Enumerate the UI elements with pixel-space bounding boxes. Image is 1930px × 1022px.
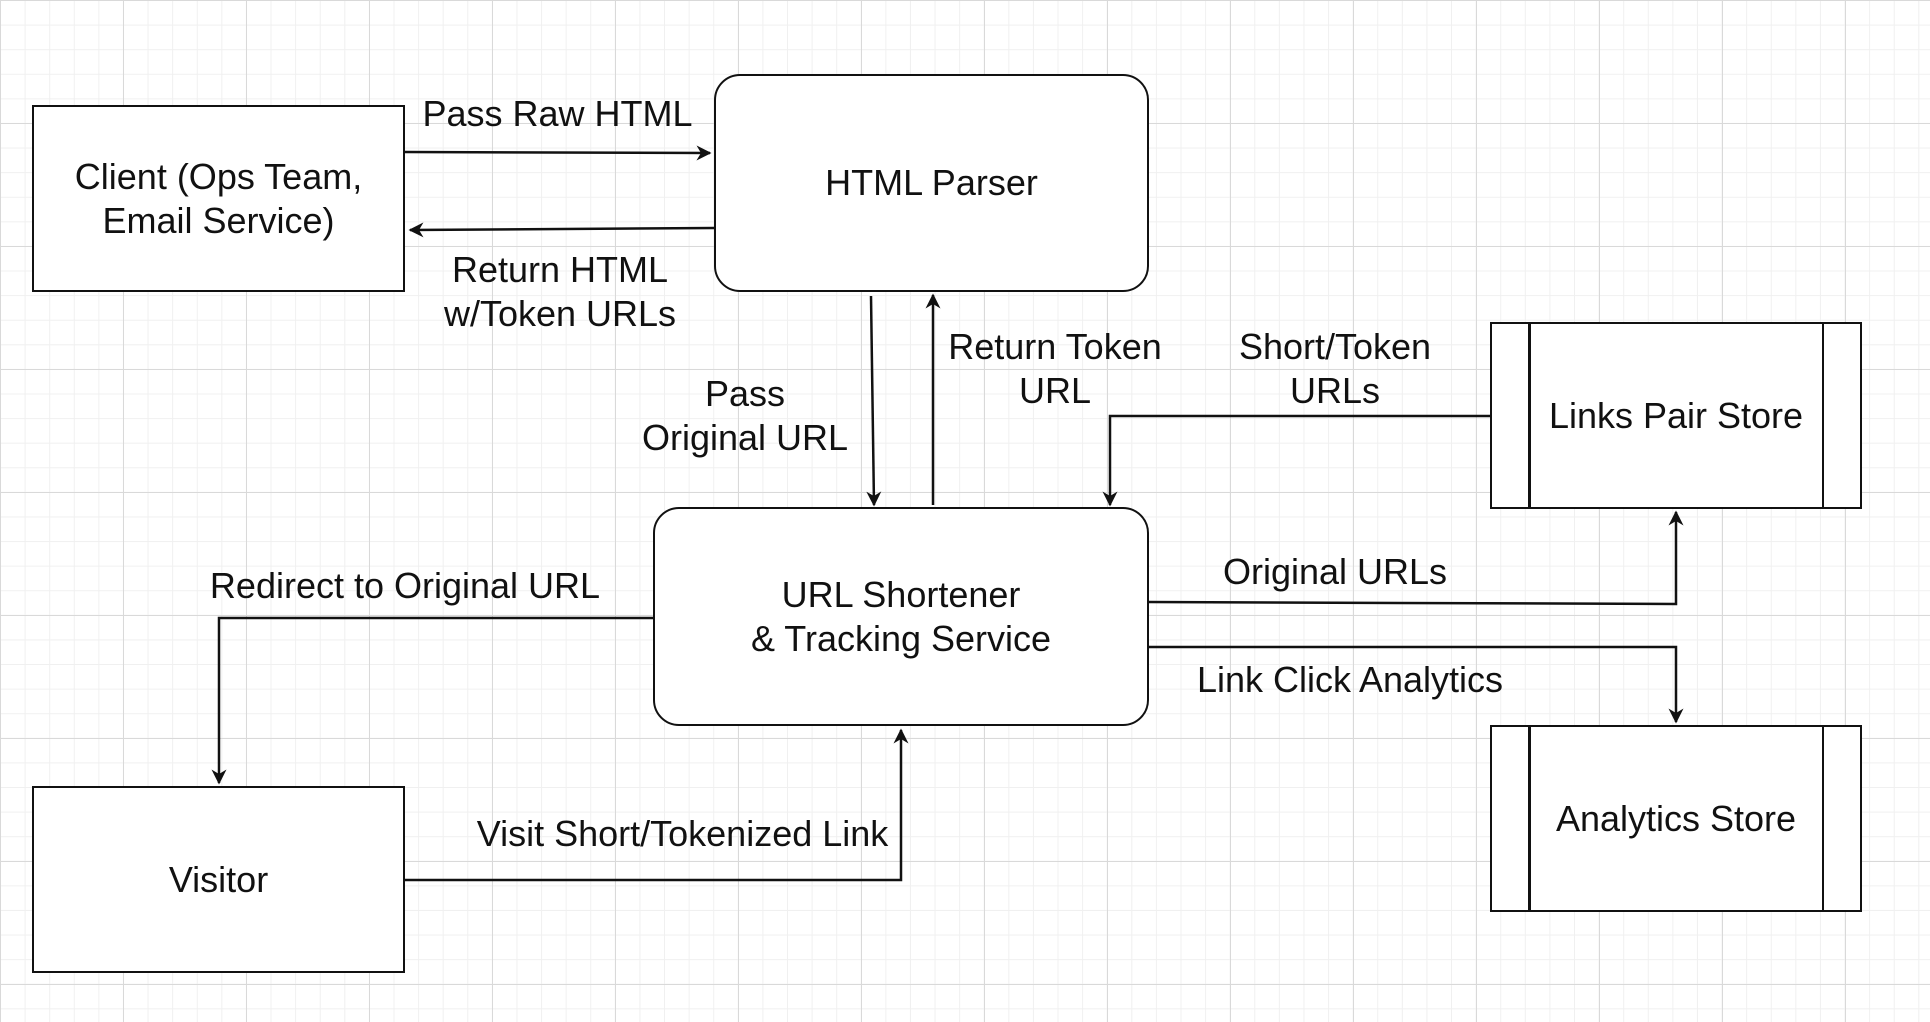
visitor-label: Visitor (168, 858, 269, 900)
edge-redirect[interactable] (211, 616, 653, 785)
store-right-bar (1821, 324, 1824, 507)
client-label: Client (Ops Team, Email Service) (74, 155, 363, 241)
edge-pass-raw-html[interactable] (404, 145, 712, 161)
store-right-bar (1821, 727, 1824, 910)
html-parser-node[interactable]: HTML Parser (714, 74, 1149, 292)
visit-link-label: Visit Short/Tokenized Link (476, 813, 889, 854)
edge-return-html[interactable] (408, 222, 715, 238)
link-click-analytics-label: Link Click Analytics (1196, 659, 1504, 700)
html-parser-label: HTML Parser (825, 162, 1038, 203)
edge-visit-link[interactable] (405, 728, 909, 882)
edge-original-urls[interactable] (1147, 510, 1684, 606)
redirect-label: Redirect to Original URL (209, 565, 601, 606)
original-urls-label: Original URLs (1222, 551, 1448, 592)
store-left-bar (1528, 727, 1531, 910)
url-shortener-node[interactable]: URL Shortener & Tracking Service (653, 507, 1149, 726)
analytics-store-label: Analytics Store (1555, 797, 1797, 839)
edge-link-click-analytics[interactable] (1148, 645, 1684, 724)
pass-original-url-label: Pass Original URL (641, 373, 849, 458)
edge-short-token-urls[interactable] (1102, 414, 1490, 507)
return-token-url-label: Return Token URL (948, 326, 1162, 411)
url-shortener-label: URL Shortener & Tracking Service (750, 573, 1052, 659)
links-pair-store-label: Links Pair Store (1548, 394, 1804, 436)
return-html-label: Return HTML w/Token URLs (443, 249, 677, 334)
links-pair-store-node[interactable]: Links Pair Store (1490, 322, 1862, 509)
short-token-urls-label: Short/Token URLs (1238, 326, 1432, 411)
client-node[interactable]: Client (Ops Team, Email Service) (32, 105, 405, 292)
edge-pass-original-url[interactable] (866, 295, 882, 507)
store-left-bar (1528, 324, 1531, 507)
visitor-node[interactable]: Visitor (32, 786, 405, 973)
pass-raw-html-label: Pass Raw HTML (422, 93, 693, 134)
analytics-store-node[interactable]: Analytics Store (1490, 725, 1862, 912)
